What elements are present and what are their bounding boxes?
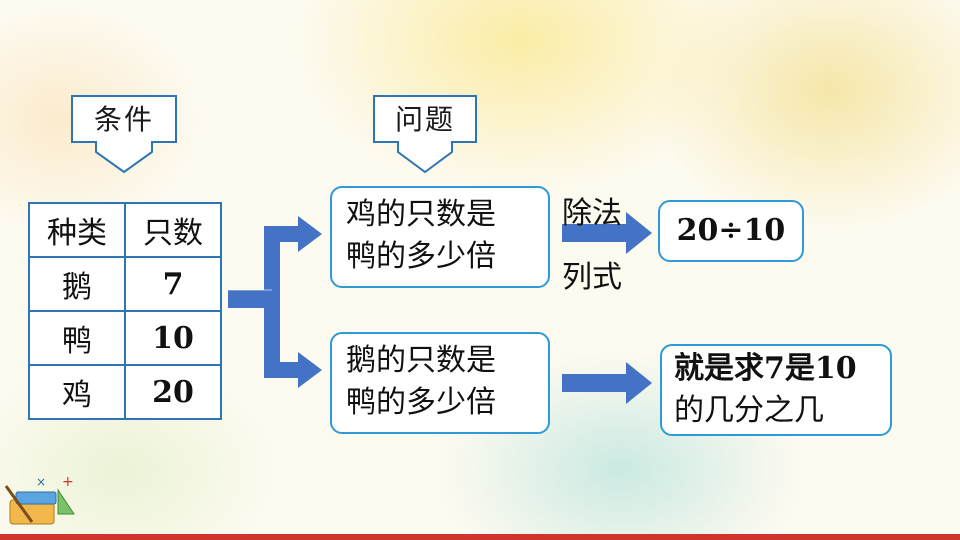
right-arrow-icon: [562, 212, 652, 254]
math-books-icon: + ×: [4, 474, 75, 525]
table-header-cell: 种类: [28, 202, 126, 258]
branch-arrow-icon: [228, 216, 322, 388]
answer-line: 就是求7是10: [674, 351, 857, 386]
answer-line: 的几分之几: [674, 393, 824, 428]
table-header-row: 种类 只数: [28, 202, 222, 258]
answer-box-division: 20÷10: [658, 200, 804, 262]
table-cell-count: 10: [124, 310, 222, 366]
table-cell-kind: 鹅: [28, 256, 126, 312]
question-callout: 问题: [370, 92, 480, 176]
question-line: 鸭的多少倍: [346, 385, 496, 420]
down-arrow-callout-icon: [71, 95, 177, 174]
answer-box-fraction: 就是求7是10 的几分之几: [660, 344, 892, 436]
table-row: 鹅 7: [28, 256, 222, 312]
method-label-division: 除法: [562, 196, 622, 231]
question-line: 鸡的只数是: [346, 197, 496, 232]
table-cell-count: 7: [124, 256, 222, 312]
bottom-accent-bar: [0, 534, 960, 540]
right-arrow-icon: [562, 362, 652, 404]
table-cell-kind: 鸭: [28, 310, 126, 366]
question-label: 问题: [394, 103, 455, 136]
question-line: 鸭的多少倍: [346, 239, 496, 274]
svg-text:+: +: [62, 474, 74, 490]
data-table: 种类 只数 鹅 7 鸭 10 鸡 20: [28, 202, 222, 420]
method-label-equation: 列式: [562, 260, 622, 295]
table-row: 鸡 20: [28, 364, 222, 420]
question-box-chicken: 鸡的只数是 鸭的多少倍: [330, 186, 550, 288]
question-line: 鹅的只数是: [346, 343, 496, 378]
down-arrow-callout-icon: [373, 95, 477, 174]
table-cell-count: 20: [124, 364, 222, 420]
svg-text:×: ×: [36, 475, 46, 489]
condition-label: 条件: [93, 103, 154, 136]
condition-callout: 条件: [68, 92, 180, 176]
table-row: 鸭 10: [28, 310, 222, 366]
answer-expression: 20÷10: [676, 213, 786, 248]
question-box-goose: 鹅的只数是 鸭的多少倍: [330, 332, 550, 434]
table-cell-kind: 鸡: [28, 364, 126, 420]
table-header-cell: 只数: [124, 202, 222, 258]
